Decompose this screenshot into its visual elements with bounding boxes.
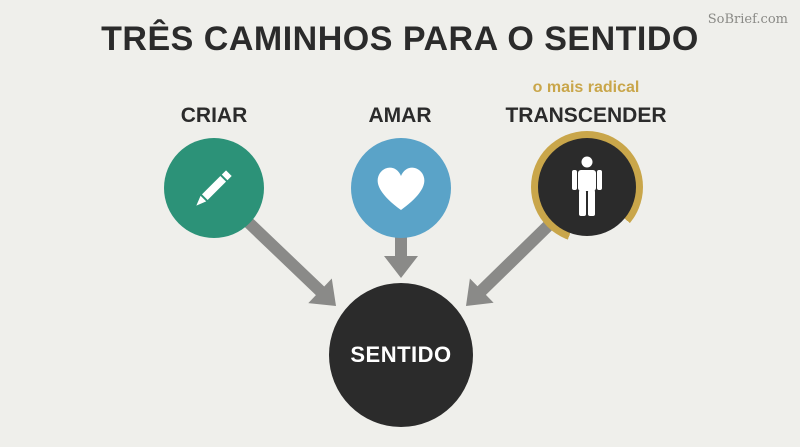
page-title: TRÊS CAMINHOS PARA O SENTIDO <box>101 20 699 58</box>
annotation-most-radical: o mais radical <box>532 79 640 96</box>
label-amar: AMAR <box>368 104 432 127</box>
arrow-amar <box>384 236 418 278</box>
label-criar: CRIAR <box>180 104 248 127</box>
sentido-label: SENTIDO <box>350 342 452 367</box>
amar-circle <box>351 138 451 238</box>
arrow-transcender <box>466 217 557 306</box>
watermark: SoBrief.com <box>707 12 788 27</box>
person-icon <box>567 156 607 218</box>
criar-circle <box>164 138 264 238</box>
heart-icon <box>374 164 428 212</box>
transcender-circle <box>538 138 636 236</box>
pencil-icon <box>184 158 244 218</box>
label-transcender: TRANSCENDER <box>505 104 667 127</box>
arrow-criar <box>243 217 336 306</box>
sentido-circle: SENTIDO <box>329 283 473 427</box>
